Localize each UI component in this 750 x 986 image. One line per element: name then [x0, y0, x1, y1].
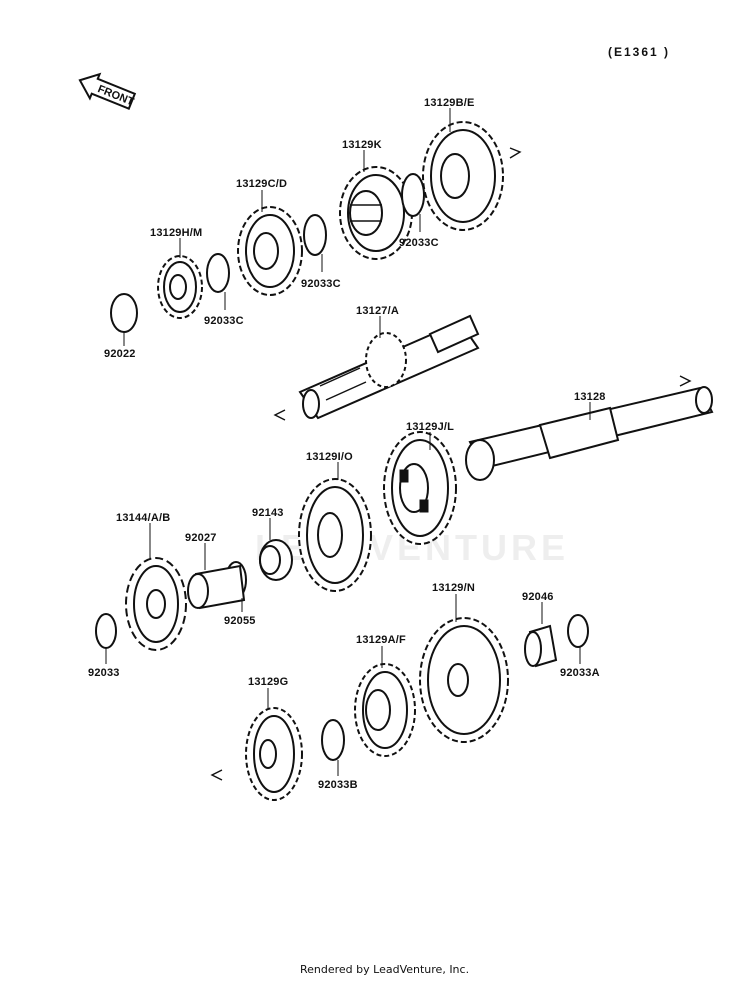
circlip-92033c-b [303, 214, 327, 256]
part-label: 92055 [224, 615, 256, 627]
gear-13129j-l [383, 431, 457, 545]
circlip-92033b [321, 719, 345, 761]
part-label: 13129C/D [236, 178, 287, 190]
gear-13129k [339, 166, 413, 260]
part-label: 13129G [248, 676, 288, 688]
part-label: 92033 [88, 667, 120, 679]
part-label: 13129A/F [356, 634, 406, 646]
part-label: 13129/N [432, 582, 475, 594]
part-label: 13129B/E [424, 97, 475, 109]
part-label: 92033C [204, 315, 244, 327]
circlip-92033 [95, 613, 117, 649]
collar-92143 [259, 539, 293, 581]
part-label: 92027 [185, 532, 217, 544]
part-label: 13129J/L [406, 421, 454, 433]
bearing-92046 [524, 624, 558, 668]
front-arrow-icon: FRONT [78, 72, 137, 110]
diagram-code: (E1361 ) [608, 45, 670, 59]
part-labels: 13129B/E 13129K 13129C/D 92033C 92033C 1… [88, 97, 606, 791]
shaft-13128 [465, 375, 714, 481]
gear-13129c-d [237, 206, 303, 296]
part-label: 92143 [252, 507, 284, 519]
sprocket-13144-a-b [125, 557, 187, 651]
part-label: 92022 [104, 348, 136, 360]
part-label: 92033A [560, 667, 600, 679]
washer-92022 [110, 293, 138, 333]
circlip-92033c-a [401, 173, 425, 217]
part-label: 13127/A [356, 305, 399, 317]
gear-13129-n [419, 617, 509, 743]
collar-92027 [187, 564, 246, 610]
part-label: 92033C [301, 278, 341, 290]
gear-13129g [245, 707, 303, 801]
gear-13129i-o [298, 478, 372, 592]
gear-13129b-e [422, 121, 504, 231]
part-label: 13129I/O [306, 451, 353, 463]
circlip-92033c-c [206, 253, 230, 293]
footer-credit: Rendered by LeadVenture, Inc. [300, 963, 469, 976]
gear-13129h-m [157, 255, 203, 319]
part-label: 13144/A/B [116, 512, 170, 524]
part-label: 92033C [399, 237, 439, 249]
part-label: 13129K [342, 139, 382, 151]
axis-arrow-upper [273, 147, 522, 421]
leader-lines [105, 108, 591, 776]
part-label: 92033B [318, 779, 358, 791]
gear-13129a-f [354, 663, 416, 757]
circlip-92033a [567, 614, 589, 648]
shaft-13127-a [298, 314, 480, 420]
part-label: 92046 [522, 591, 554, 603]
part-label: 13129H/M [150, 227, 202, 239]
axis-arrow-lower [210, 769, 223, 781]
part-label: 13128 [574, 391, 606, 403]
